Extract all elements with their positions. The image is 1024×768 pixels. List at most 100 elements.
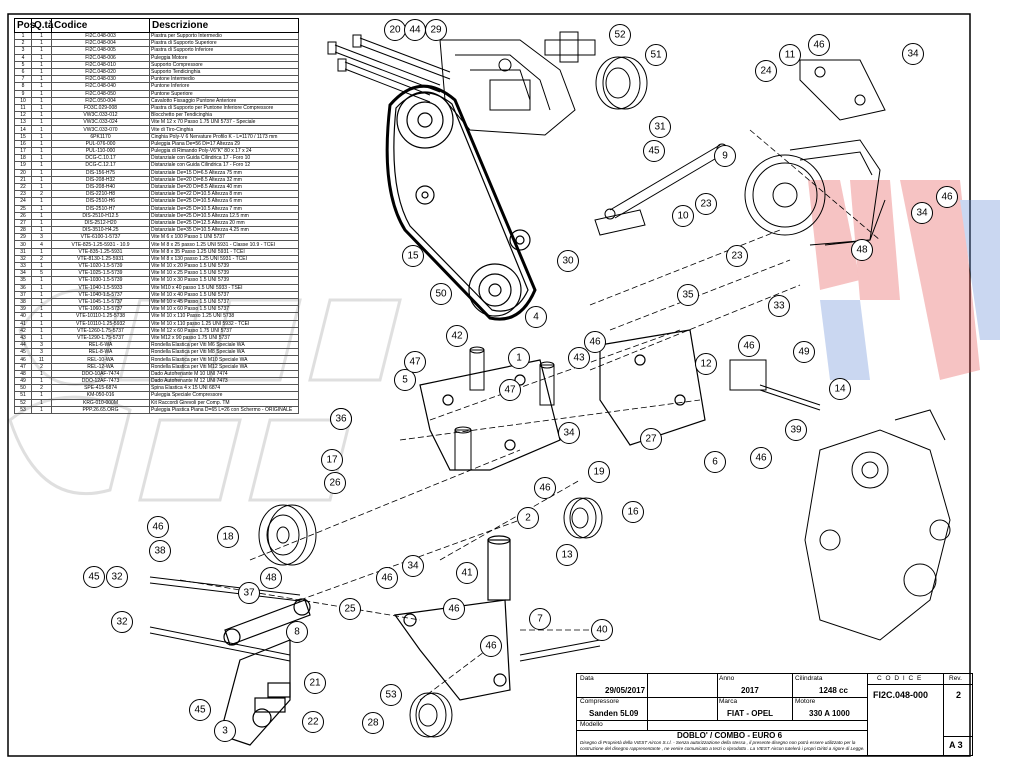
callout-1: 1 (508, 347, 530, 369)
bom-cell-qty: 11 (31, 355, 52, 364)
callout-45: 45 (189, 699, 211, 721)
callout-number: 36 (335, 414, 347, 425)
bom-cell-description: Supporto Tendicinghia (149, 67, 299, 77)
bom-cell-qty: 1 (31, 247, 52, 256)
bom-cell-qty: 1 (31, 290, 52, 299)
spacers-42-43 (454, 346, 555, 471)
callout-circle (714, 145, 736, 167)
bom-cell-description: Cavalotto Fissaggio Puntone Anteriore (149, 96, 299, 105)
callout-circle (260, 567, 282, 589)
callout-52: 52 (609, 24, 631, 46)
bom-cell-description: Vite M 8 x 25 passo 1.25 UNI 5931 - Clas… (149, 240, 299, 249)
callout-circle (695, 193, 717, 215)
bom-cell-qty: 1 (31, 305, 52, 314)
bom-cell-pos: 30 (14, 240, 32, 249)
bom-cell-qty: 3 (31, 348, 52, 357)
callout-circle (851, 239, 873, 261)
callout-number: 14 (834, 384, 846, 395)
bom-cell-qty: 1 (31, 46, 52, 55)
callout-number: 50 (435, 289, 447, 300)
callout-circle (902, 43, 924, 65)
callout-circle (189, 699, 211, 721)
callout-circle (402, 555, 424, 577)
bom-cell-description: Puleggia Piastica Piana D=65 L=26 con Sc… (149, 405, 299, 414)
callout-17: 17 (321, 449, 343, 471)
date-label: Data (580, 675, 594, 682)
callout-circle (380, 684, 402, 706)
compressor-top (439, 39, 576, 136)
bom-cell-qty: 1 (31, 103, 52, 113)
bom-cell-description: Distanziale De=35 Di=10.5 Altezza 4.25 m… (149, 226, 299, 235)
bom-cell-description: Rondella Elastica per Viti M6 Speciale W… (149, 341, 299, 350)
bom-cell-qty: 1 (31, 154, 52, 163)
disclaimer-text: Disegno di Proprietà della VIEST Aircon … (580, 740, 865, 751)
callout-circle (147, 516, 169, 538)
callout-circle (430, 283, 452, 305)
bom-cell-code: VTE-1060-1.5-5737 (51, 305, 150, 314)
callout-circle (456, 562, 478, 584)
bom-cell-pos: 33 (14, 261, 32, 271)
bom-cell-code: VW3C.033-070 (51, 125, 150, 134)
callout-48: 48 (851, 239, 873, 261)
bom-cell-qty: 1 (31, 297, 52, 307)
bom-cell-qty: 1 (31, 312, 52, 321)
bom-cell-description: Vite M12 x 90 passo 1.75 UNI 5737 (149, 333, 299, 343)
callout-number: 33 (773, 301, 785, 312)
bom-cell-pos: 29 (14, 233, 32, 242)
callout-34: 34 (902, 43, 924, 65)
bom-cell-qty: 1 (31, 168, 52, 177)
bom-cell-qty: 1 (31, 60, 52, 69)
bom-cell-qty: 1 (31, 118, 52, 127)
bom-cell-qty: 5 (31, 269, 52, 278)
callout-circle (643, 140, 665, 162)
callout-number: 35 (682, 290, 694, 301)
bom-cell-description: Vite M 8 x 35 Passo 1.25 UNI 5931 - TCEI (149, 247, 299, 256)
bom-cell-description: Vite di Tiro-Cinghia (149, 125, 299, 134)
bom-cell-qty: 2 (31, 190, 52, 199)
bom-cell-qty: 1 (31, 96, 52, 105)
callout-circle (83, 566, 105, 588)
callout-circle (339, 598, 361, 620)
bom-cell-pos: 18 (14, 154, 32, 163)
bom-cell-qty: 1 (31, 333, 52, 343)
callout-53: 53 (380, 684, 402, 706)
callout-number: 3 (222, 726, 228, 737)
callout-number: 1 (516, 353, 522, 364)
callout-48: 48 (260, 567, 282, 589)
callout-number: 45 (648, 146, 660, 157)
bom-cell-qty: 1 (31, 197, 52, 206)
bom-cell-pos: 20 (14, 168, 32, 177)
compressor-right (744, 139, 886, 246)
bom-cell-pos: 2 (14, 39, 32, 48)
title-block: Data 29/05/2017 Anno 2017 Cilindrata 124… (576, 673, 973, 756)
bom-cell-description: Puleggia Motore (149, 53, 299, 62)
callout-46: 46 (584, 331, 606, 353)
callout-43: 43 (568, 347, 590, 369)
callout-circle (304, 672, 326, 694)
bom-cell-pos: 8 (14, 82, 32, 91)
bom-cell-pos: 48 (14, 369, 32, 379)
bom-cell-description: Distanziale De=25 Di=10.5 Altezza 6 mm (149, 197, 299, 206)
callout-circle (517, 507, 539, 529)
callout-5: 5 (394, 369, 416, 391)
bom-cell-pos: 49 (14, 376, 32, 386)
bom-cell-qty: 1 (31, 161, 52, 170)
bom-cell-description: Piastra per Supporto Intermedio (149, 31, 299, 41)
bom-cell-pos: 50 (14, 384, 32, 393)
callout-number: 28 (367, 718, 379, 729)
callout-45: 45 (83, 566, 105, 588)
bom-cell-description: Distanziale De=15 Di=6.5 Altezza 75 mm (149, 168, 299, 177)
callout-number: 27 (645, 434, 657, 445)
bom-cell-qty: 1 (31, 276, 52, 285)
